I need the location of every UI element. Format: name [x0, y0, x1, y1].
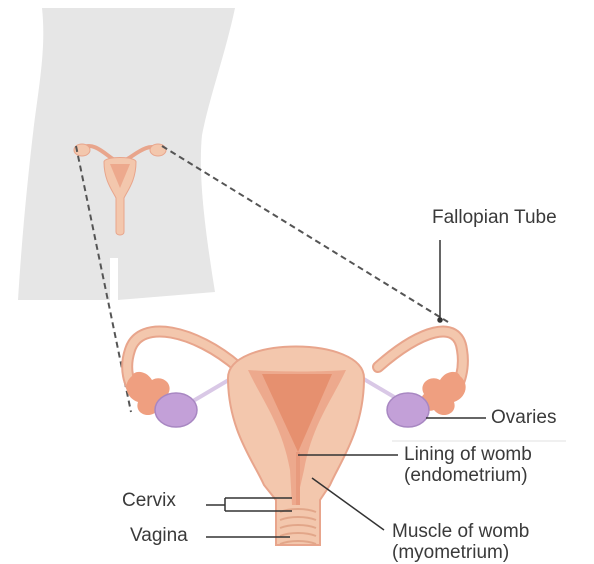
left-ovary [155, 393, 197, 427]
label-lining-line2: (endometrium) [404, 466, 528, 486]
label-vagina: Vagina [130, 526, 188, 546]
right-ovary [387, 393, 429, 427]
large-uterus [126, 332, 465, 545]
cervical-canal [296, 452, 300, 505]
label-muscle-line1: Muscle of womb [392, 522, 529, 542]
label-muscle-line2: (myometrium) [392, 543, 509, 563]
label-ovaries: Ovaries [491, 408, 556, 428]
label-fallopian-tube: Fallopian Tube [432, 208, 557, 228]
label-cervix: Cervix [122, 491, 176, 511]
label-lining-line1: Lining of womb [404, 445, 532, 465]
body-silhouette [18, 8, 235, 300]
